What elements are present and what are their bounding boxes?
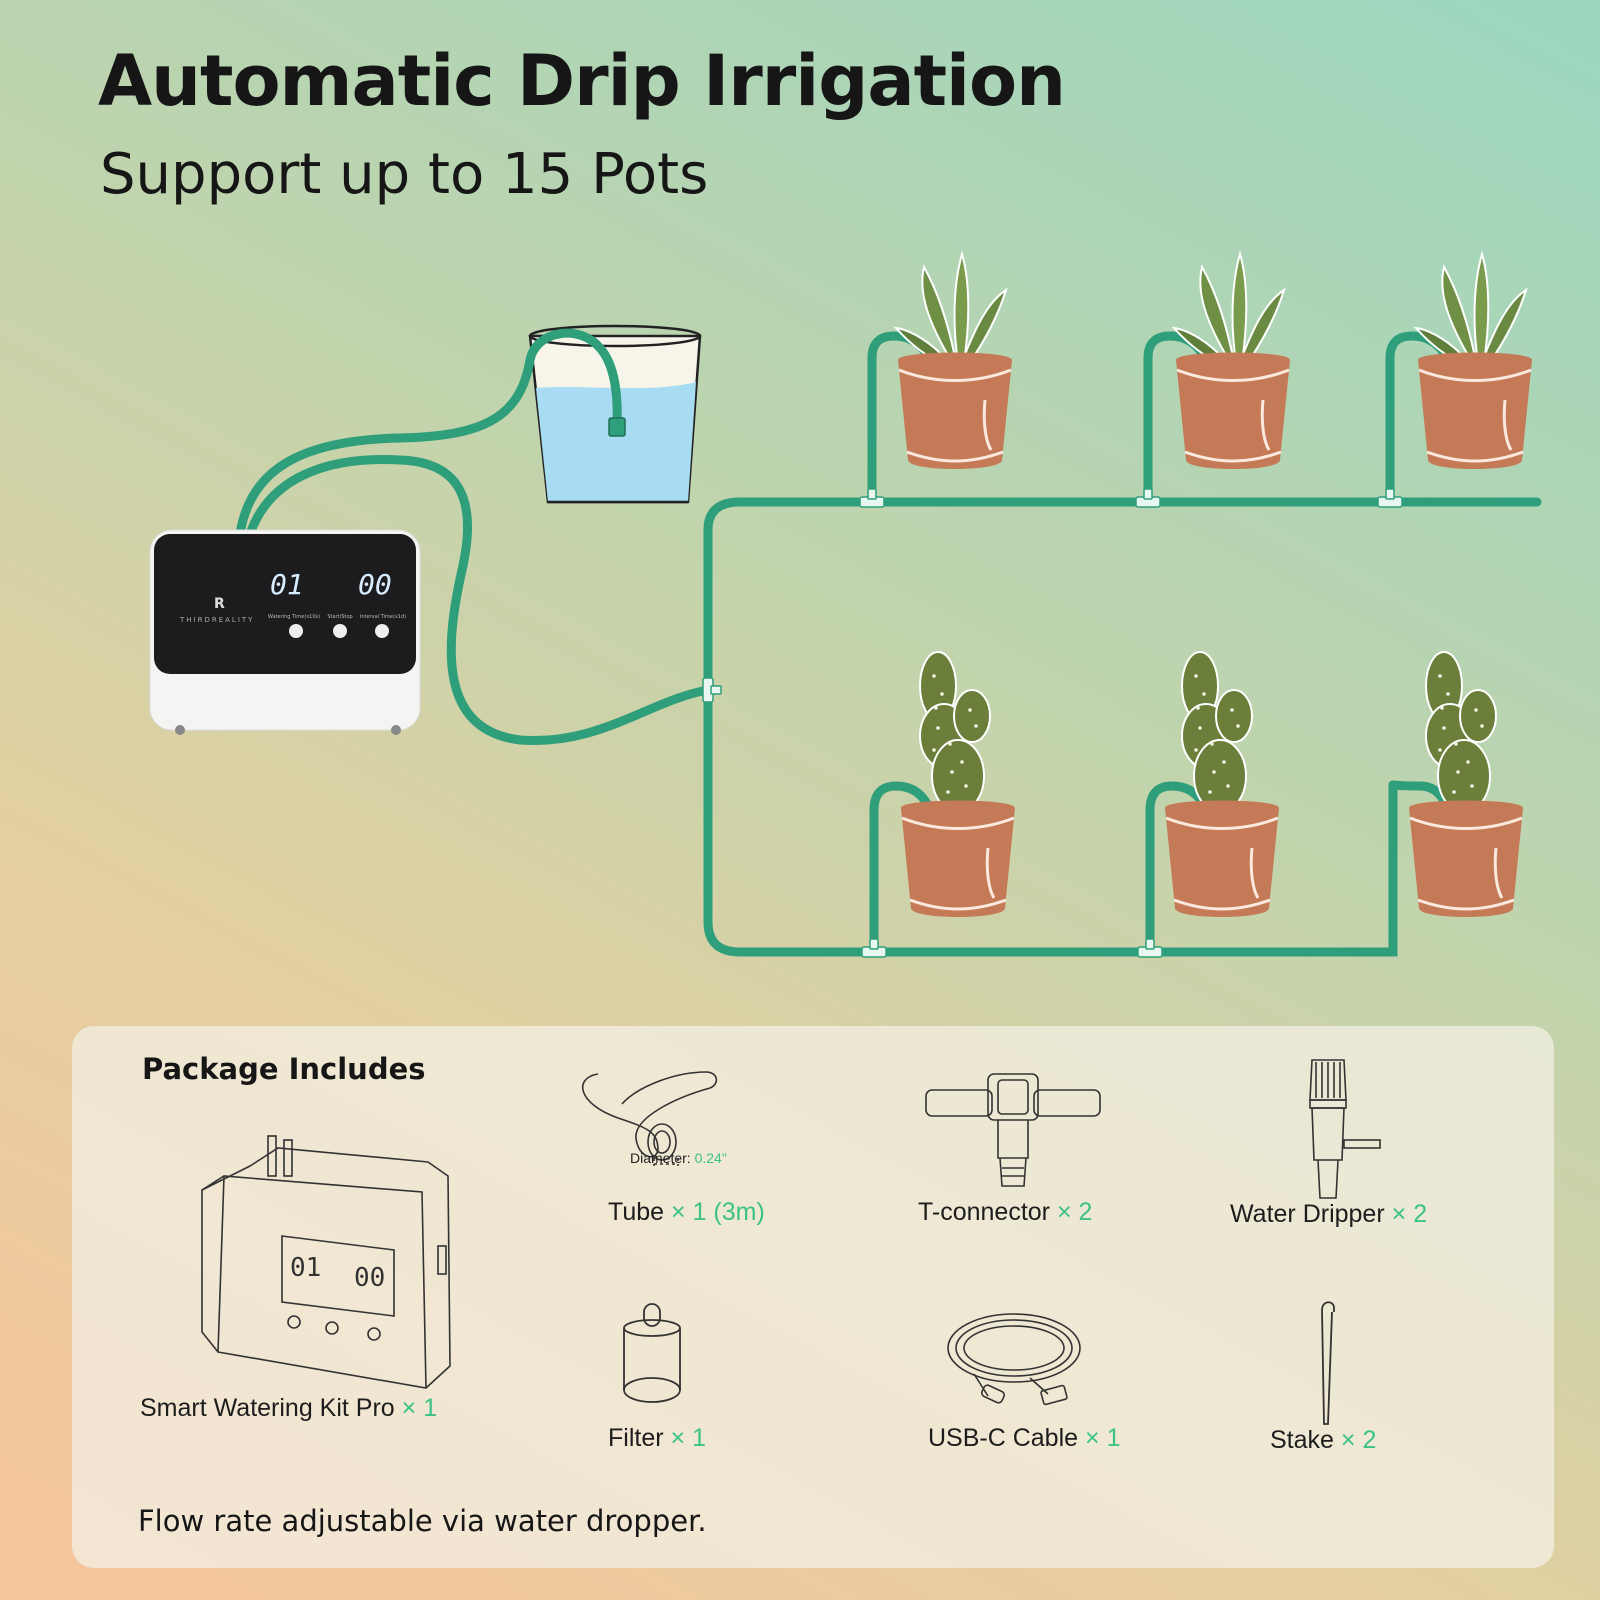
button-label-start: Start/Stop [327,614,352,620]
aloe-plant-1 [895,253,1014,471]
aloe-plant-3 [1415,253,1534,471]
item-usb-c-cable: USB-C Cable × 1 [928,1424,1121,1452]
item-t-connector: T-connector × 2 [918,1198,1093,1226]
page-subtitle: Support up to 15 Pots [100,142,709,207]
tubing [235,328,1542,957]
interval-time-button[interactable] [375,624,389,638]
lcd-display-right: 00 [358,568,392,601]
item-stake: Stake × 2 [1270,1426,1377,1454]
usb-c-cable-icon [947,1313,1081,1406]
lcd-display-left: 01 [270,568,304,601]
tube-coil-icon [581,1071,718,1166]
page-title: Automatic Drip Irrigation [98,40,1066,122]
item-filter: Filter × 1 [608,1424,706,1452]
button-label-interval: Interval Time(x1d) [360,614,406,620]
t-connectors [702,488,1403,958]
t-connector-icon [925,1073,1101,1187]
aloe-plant-2 [1173,253,1292,471]
brand-logo: R [214,596,225,612]
flow-rate-note: Flow rate adjustable via water dropper. [138,1504,707,1538]
controller-outline-icon: 01 00 [201,1135,451,1389]
item-controller: Smart Watering Kit Pro × 1 [140,1394,438,1422]
brand-name: THIRDREALITY [179,616,254,624]
stake-icon [1321,1301,1335,1425]
water-dripper-icon [1309,1059,1381,1199]
package-includes-panel: Package Includes 01 00 Smart Watering Ki… [72,1026,1554,1568]
filter-icon [623,1303,681,1403]
irrigation-diagram: R THIRDREALITY 01 00 Watering Time(x10s)… [149,253,1542,958]
bucket-filter [608,417,626,437]
outline-display-right: 00 [354,1263,385,1293]
item-water-dripper: Water Dripper × 2 [1230,1200,1428,1228]
tube-diameter-label: Diameter: 0.24" [630,1150,727,1166]
outline-display-left: 01 [290,1253,321,1283]
button-label-watering: Watering Time(x10s) [268,614,320,620]
cactus-plant-1 [899,651,1017,919]
controller-device: R THIRDREALITY 01 00 Watering Time(x10s)… [149,529,421,735]
item-tube: Tube × 1 (3m) [608,1198,765,1226]
package-title: Package Includes [142,1052,426,1086]
watering-time-button[interactable] [289,624,303,638]
start-stop-button[interactable] [333,624,347,638]
